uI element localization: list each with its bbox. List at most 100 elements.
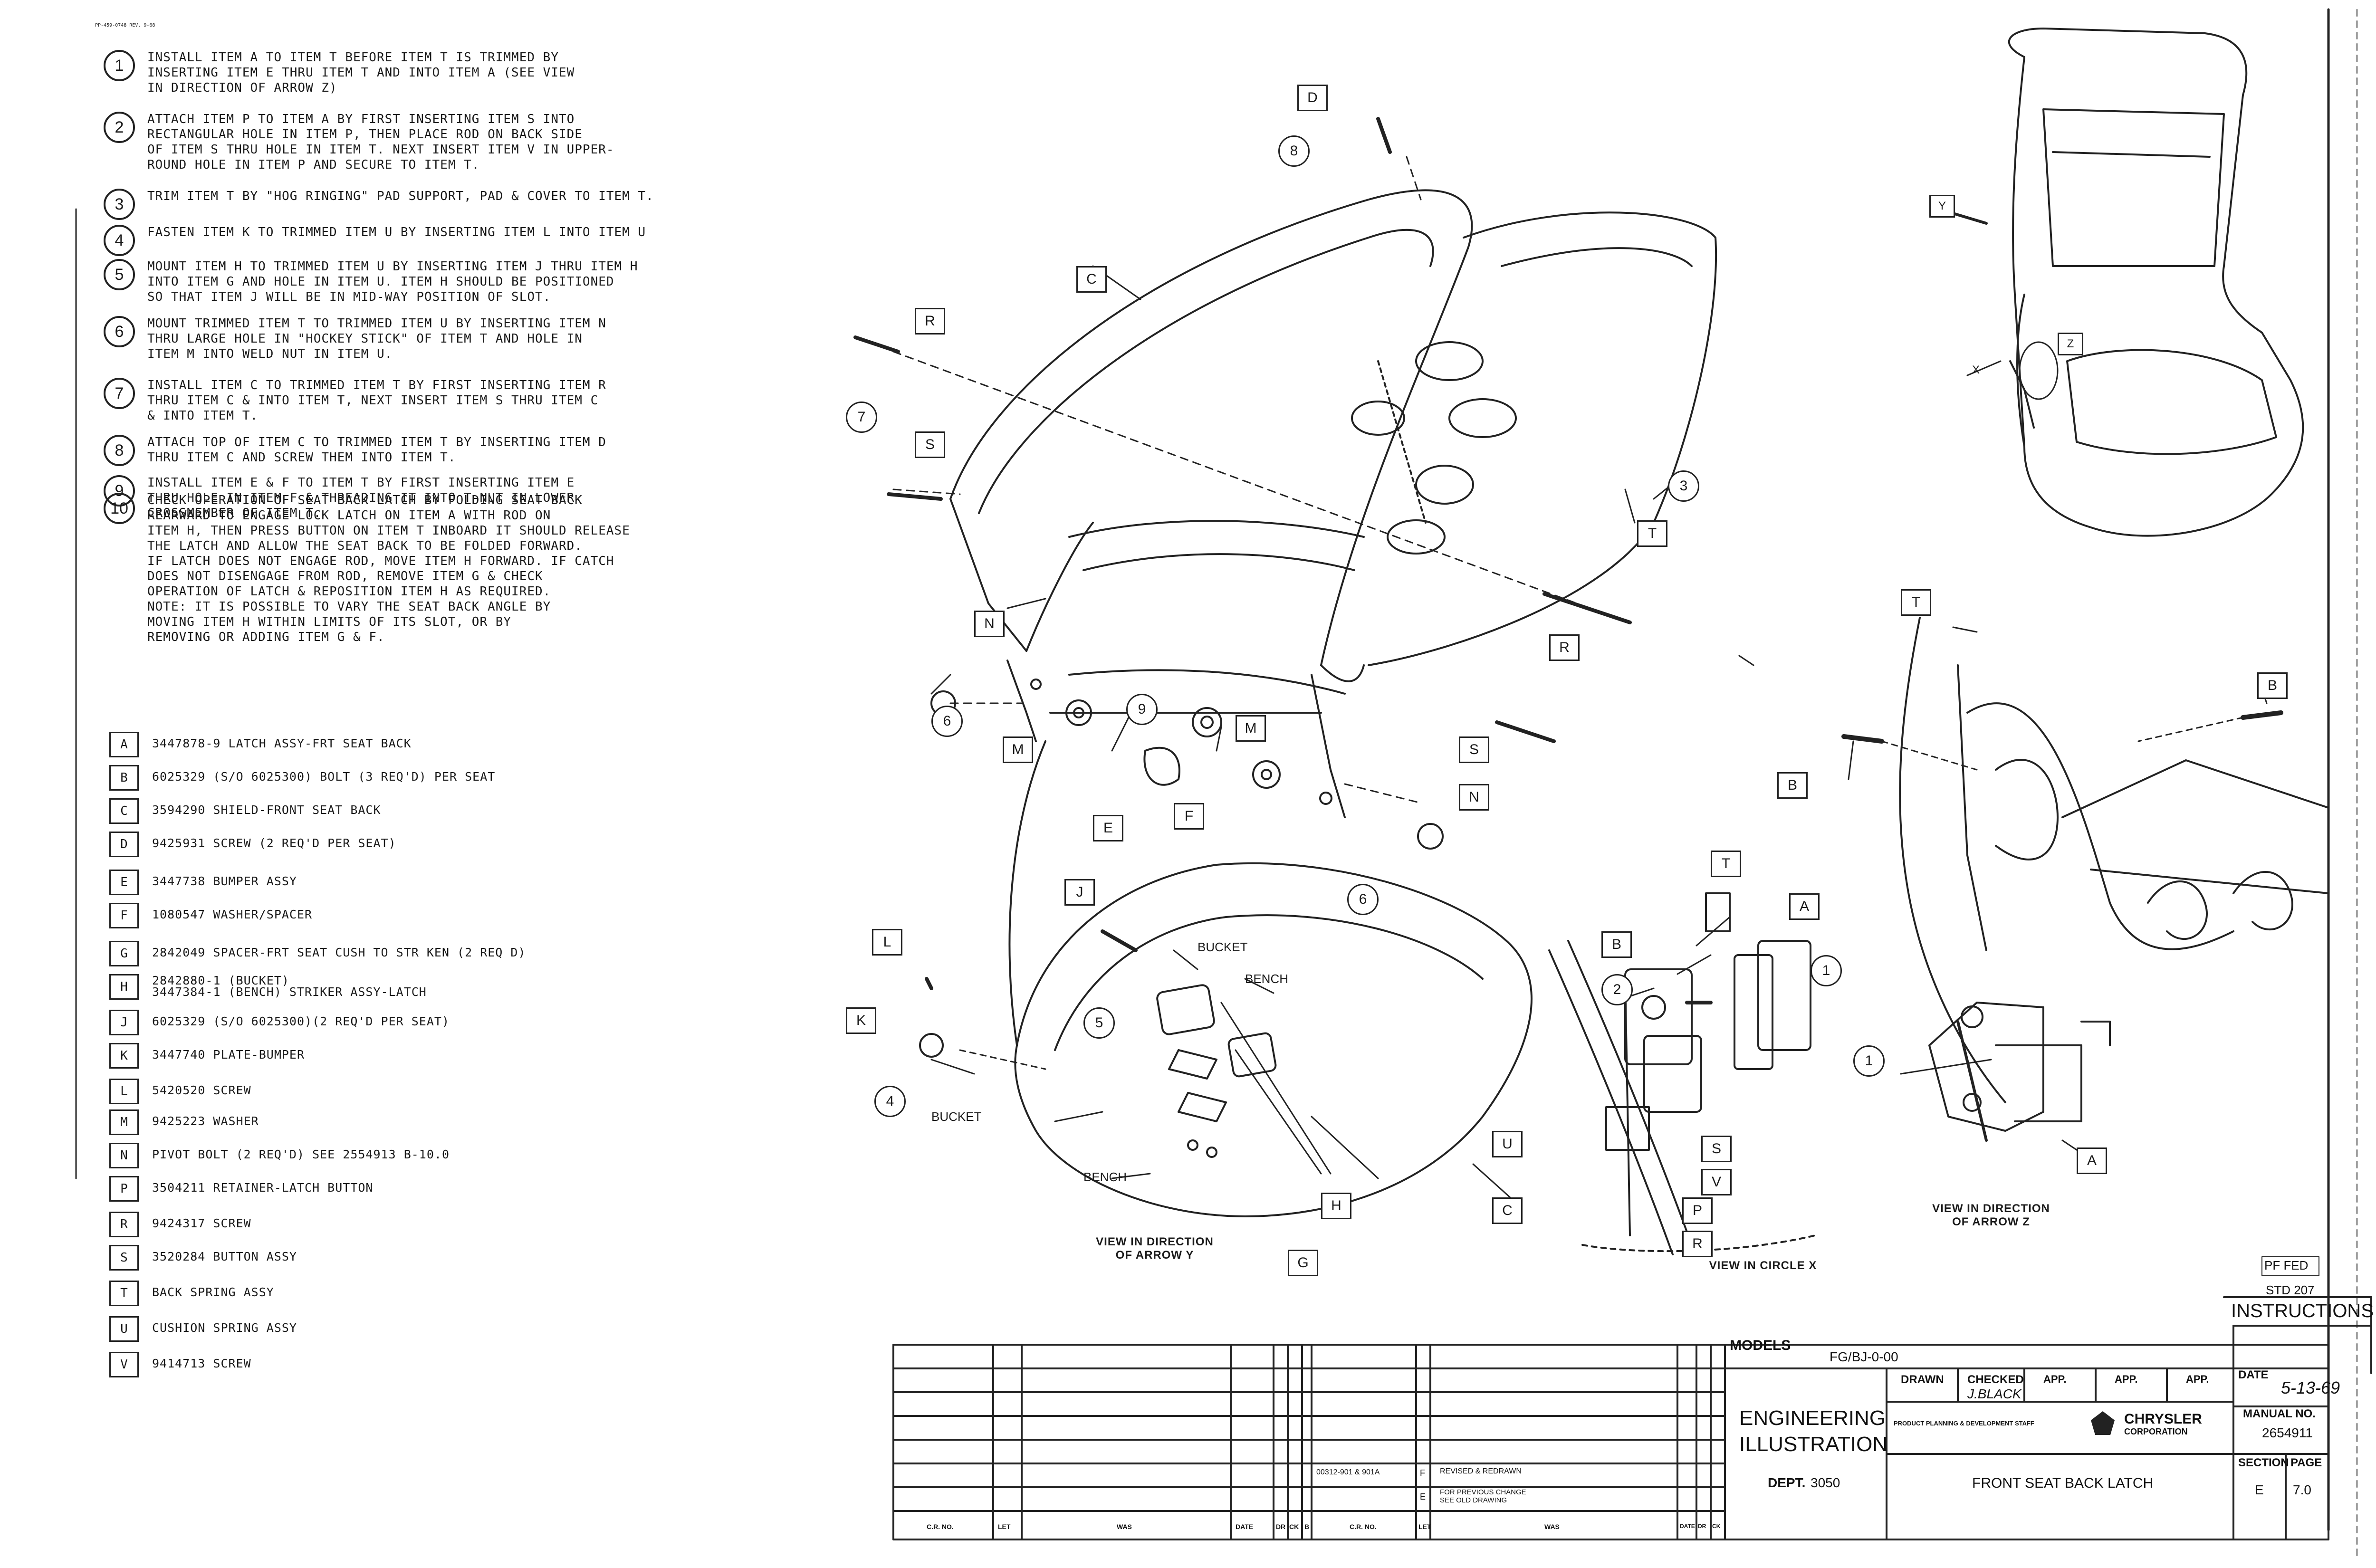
caption-view-y: VIEW IN DIRECTION OF ARROW Y xyxy=(1079,1235,1231,1262)
part-letter: V xyxy=(109,1352,139,1377)
step-text: INSTALL ITEM A TO ITEM T BEFORE ITEM T I… xyxy=(147,50,575,95)
callout-j: J xyxy=(1064,879,1095,906)
step-text: INSTALL ITEM E & F TO ITEM T BY FIRST IN… xyxy=(147,476,575,520)
arrow-x-label: X xyxy=(1972,363,1980,376)
callout-g: G xyxy=(1288,1250,1318,1276)
latch-view-z xyxy=(1841,617,2329,1142)
instruction-step: 10 CHECK OPERATION OF SEAT BACK LATCH BY… xyxy=(95,493,684,644)
callout-d: D xyxy=(1297,85,1328,111)
part-letter: N xyxy=(109,1143,139,1168)
part-description: 9425223 WASHER xyxy=(152,1114,259,1128)
instruction-step: 9 INSTALL ITEM E & F TO ITEM T BY FIRST … xyxy=(95,475,684,532)
callout-c: C xyxy=(1076,266,1107,293)
dept-label: DEPT. xyxy=(1768,1475,1806,1490)
step-number: 10 xyxy=(104,493,135,524)
form-code: PP-459-0748 REV. 9-68 xyxy=(95,23,155,28)
callout-t: T xyxy=(1637,520,1667,547)
seat-cushion-drawing xyxy=(919,740,1533,1217)
callout-n: N xyxy=(974,611,1005,637)
parts-list-row: E 3447738 BUMPER ASSY xyxy=(109,870,623,898)
callout-step-9: 9 xyxy=(1126,694,1158,725)
part-letter: J xyxy=(109,1010,139,1035)
step-text: TRIM ITEM T BY "HOG RINGING" PAD SUPPORT… xyxy=(147,189,654,203)
instruction-step: 2 ATTACH ITEM P TO ITEM A BY FIRST INSER… xyxy=(95,112,684,172)
callout-m: M xyxy=(1236,715,1266,742)
section-label: SECTION xyxy=(2238,1456,2289,1469)
part-description: 9424317 SCREW xyxy=(152,1216,251,1230)
callout-b: B xyxy=(1601,931,1632,958)
part-description: 3447738 BUMPER ASSY xyxy=(152,874,297,888)
callout-t: T xyxy=(1711,851,1741,877)
column-header-dr: DR xyxy=(1698,1523,1706,1530)
part-letter: U xyxy=(109,1316,139,1342)
part-description: BACK SPRING ASSY xyxy=(152,1285,274,1299)
instructions-title: INSTRUCTIONS xyxy=(2231,1300,2374,1321)
part-letter: R xyxy=(109,1212,139,1237)
column-header-date: DATE xyxy=(1236,1523,1254,1530)
caption-view-z: VIEW IN DIRECTION OF ARROW Z xyxy=(1915,1202,2067,1229)
callout-b: B xyxy=(1777,772,1808,799)
seat-perspective-view xyxy=(1937,28,2304,537)
caption-line: VIEW IN DIRECTION xyxy=(1932,1202,2050,1215)
callout-a: A xyxy=(1789,893,1820,920)
callout-step-1: 1 xyxy=(1811,955,1842,986)
app-label: APP. xyxy=(2115,1373,2138,1385)
checked-label: CHECKED xyxy=(1967,1373,2024,1386)
step-number: 3 xyxy=(104,189,135,220)
label-bench: BENCH xyxy=(1245,972,1289,986)
instruction-step: 6 MOUNT TRIMMED ITEM T TO TRIMMED ITEM U… xyxy=(95,316,684,373)
step-number: 2 xyxy=(104,112,135,143)
part-letter: D xyxy=(109,832,139,857)
parts-list-row: U CUSHION SPRING ASSY xyxy=(109,1316,623,1345)
callout-step-7: 7 xyxy=(846,402,877,433)
callout-step-4: 4 xyxy=(874,1086,906,1117)
models-value: FG/BJ-0-00 xyxy=(1830,1349,1898,1364)
instruction-step: 4 FASTEN ITEM K TO TRIMMED ITEM U BY INS… xyxy=(95,225,684,282)
callout-c: C xyxy=(1492,1197,1523,1224)
instruction-step: 7 INSTALL ITEM C TO TRIMMED ITEM T BY FI… xyxy=(95,378,684,435)
caption-line: OF ARROW Y xyxy=(1115,1249,1194,1262)
callout-t: T xyxy=(1901,589,1931,616)
callout-step-3: 3 xyxy=(1668,470,1699,502)
column-header-cr: C.R. NO. xyxy=(1350,1523,1377,1530)
callout-step-5: 5 xyxy=(1083,1007,1115,1039)
column-header-was: WAS xyxy=(1117,1523,1132,1530)
company-sub: CORPORATION xyxy=(2124,1427,2188,1436)
revision-letter: F xyxy=(1420,1468,1425,1478)
column-header-dr: DR xyxy=(1276,1523,1286,1530)
page-label: PAGE xyxy=(2290,1456,2322,1469)
parts-list-row: R 9424317 SCREW xyxy=(109,1212,623,1240)
column-header-date: DATE xyxy=(1680,1523,1695,1530)
callout-m: M xyxy=(1003,736,1033,763)
instruction-step: 1 INSTALL ITEM A TO ITEM T BEFORE ITEM T… xyxy=(95,50,684,107)
part-description: 2842880-1 (BUCKET) 3447384-1 (BENCH) STR… xyxy=(152,974,427,999)
date-value: 5-13-69 xyxy=(2281,1378,2340,1397)
callout-e: E xyxy=(1093,815,1123,841)
page-value: 7.0 xyxy=(2293,1482,2311,1497)
step-text: FASTEN ITEM K TO TRIMMED ITEM U BY INSER… xyxy=(147,225,646,239)
part-letter: A xyxy=(109,732,139,757)
step-number: 7 xyxy=(104,378,135,409)
manual-value: 2654911 xyxy=(2262,1425,2313,1440)
title-block-grid xyxy=(892,1256,2372,1540)
label-bucket: BUCKET xyxy=(931,1109,982,1124)
part-description: 3520284 BUTTON ASSY xyxy=(152,1250,297,1263)
column-header-let: LET xyxy=(1418,1523,1431,1530)
part-letter: E xyxy=(109,870,139,895)
callout-u: U xyxy=(1492,1131,1523,1157)
part-description: 9425931 SCREW (2 REQ'D PER SEAT) xyxy=(152,836,396,850)
stamp-std: STD 207 xyxy=(2266,1283,2315,1297)
part-letter: P xyxy=(109,1176,139,1202)
staff-text: PRODUCT PLANNING & DEVELOPMENT STAFF xyxy=(1894,1420,2034,1427)
part-letter: K xyxy=(109,1043,139,1069)
instruction-step: 5 MOUNT ITEM H TO TRIMMED ITEM U BY INSE… xyxy=(95,259,684,316)
part-letter: C xyxy=(109,798,139,824)
part-description: CUSHION SPRING ASSY xyxy=(152,1321,297,1335)
step-number: 1 xyxy=(104,50,135,81)
callout-step-8: 8 xyxy=(1278,135,1310,167)
